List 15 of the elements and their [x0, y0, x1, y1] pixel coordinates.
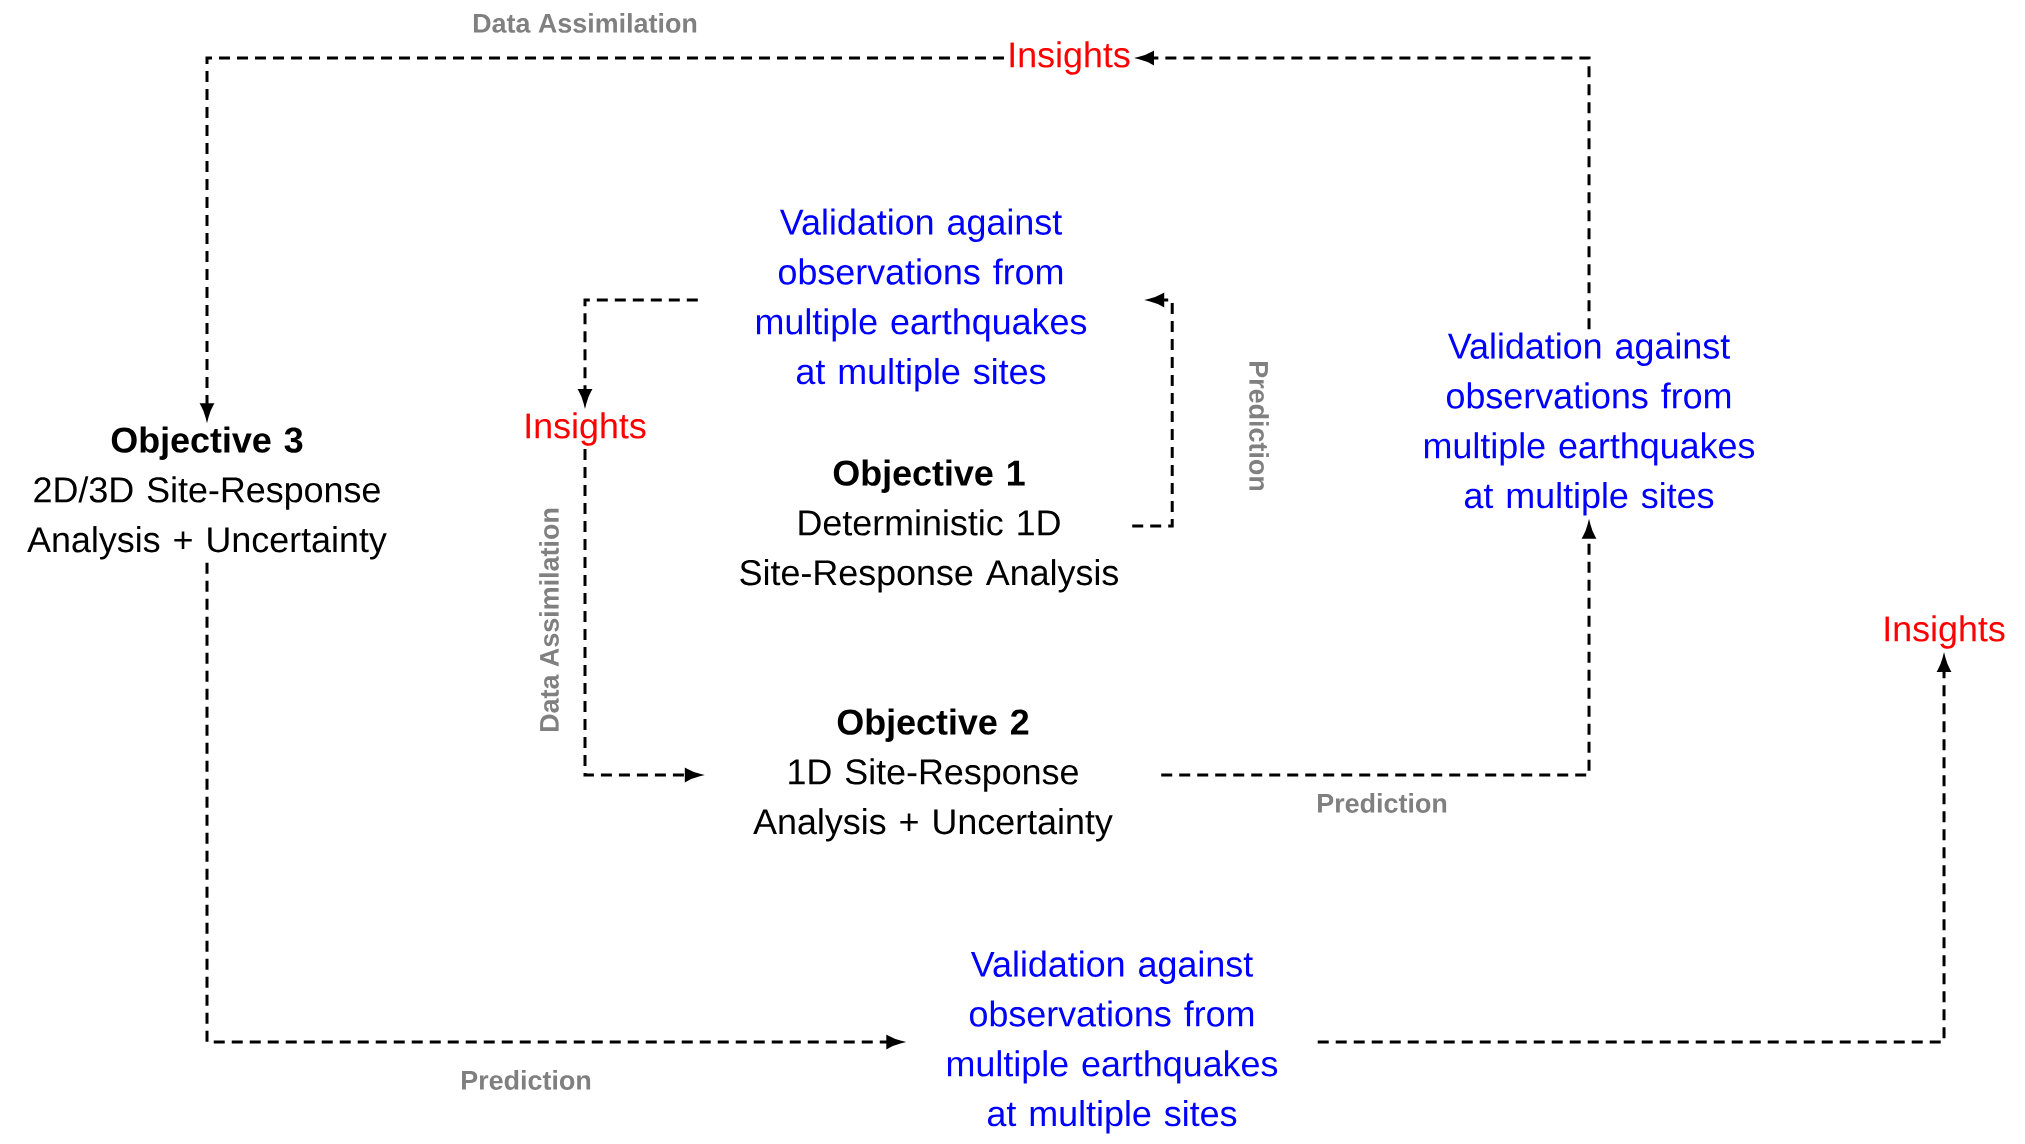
arrow: [1132, 293, 1174, 528]
edge-label: Data Assimilation: [537, 505, 561, 735]
edge-label: Prediction: [1314, 791, 1450, 815]
edge-label: Prediction: [1247, 358, 1271, 494]
edge-label: Data Assimilation: [470, 11, 700, 35]
insights-text: Insights: [1885, 615, 2005, 649]
insights-text: Insights: [526, 412, 646, 446]
objective-text: Objective 1 Deterministic 1D Site-Response Analysis: [740, 459, 1118, 593]
edge-label: Prediction: [458, 1068, 594, 1092]
objective-text: Objective 2 1D Site-Response Analysis + Uncertainty: [753, 708, 1113, 842]
validation-text: Validation against observations from multiple earthquakes at multiple sites: [756, 208, 1087, 392]
validation-text: Validation against observations from multiple earthquakes at multiple sites: [1424, 332, 1755, 516]
objective-text: Objective 3 2D/3D Site-Response Analysis + Uncertainty: [27, 426, 387, 560]
insights-text: Insights: [1010, 41, 1130, 75]
validation-text: Validation against observations from multiple earthquakes at multiple sites: [947, 950, 1278, 1134]
